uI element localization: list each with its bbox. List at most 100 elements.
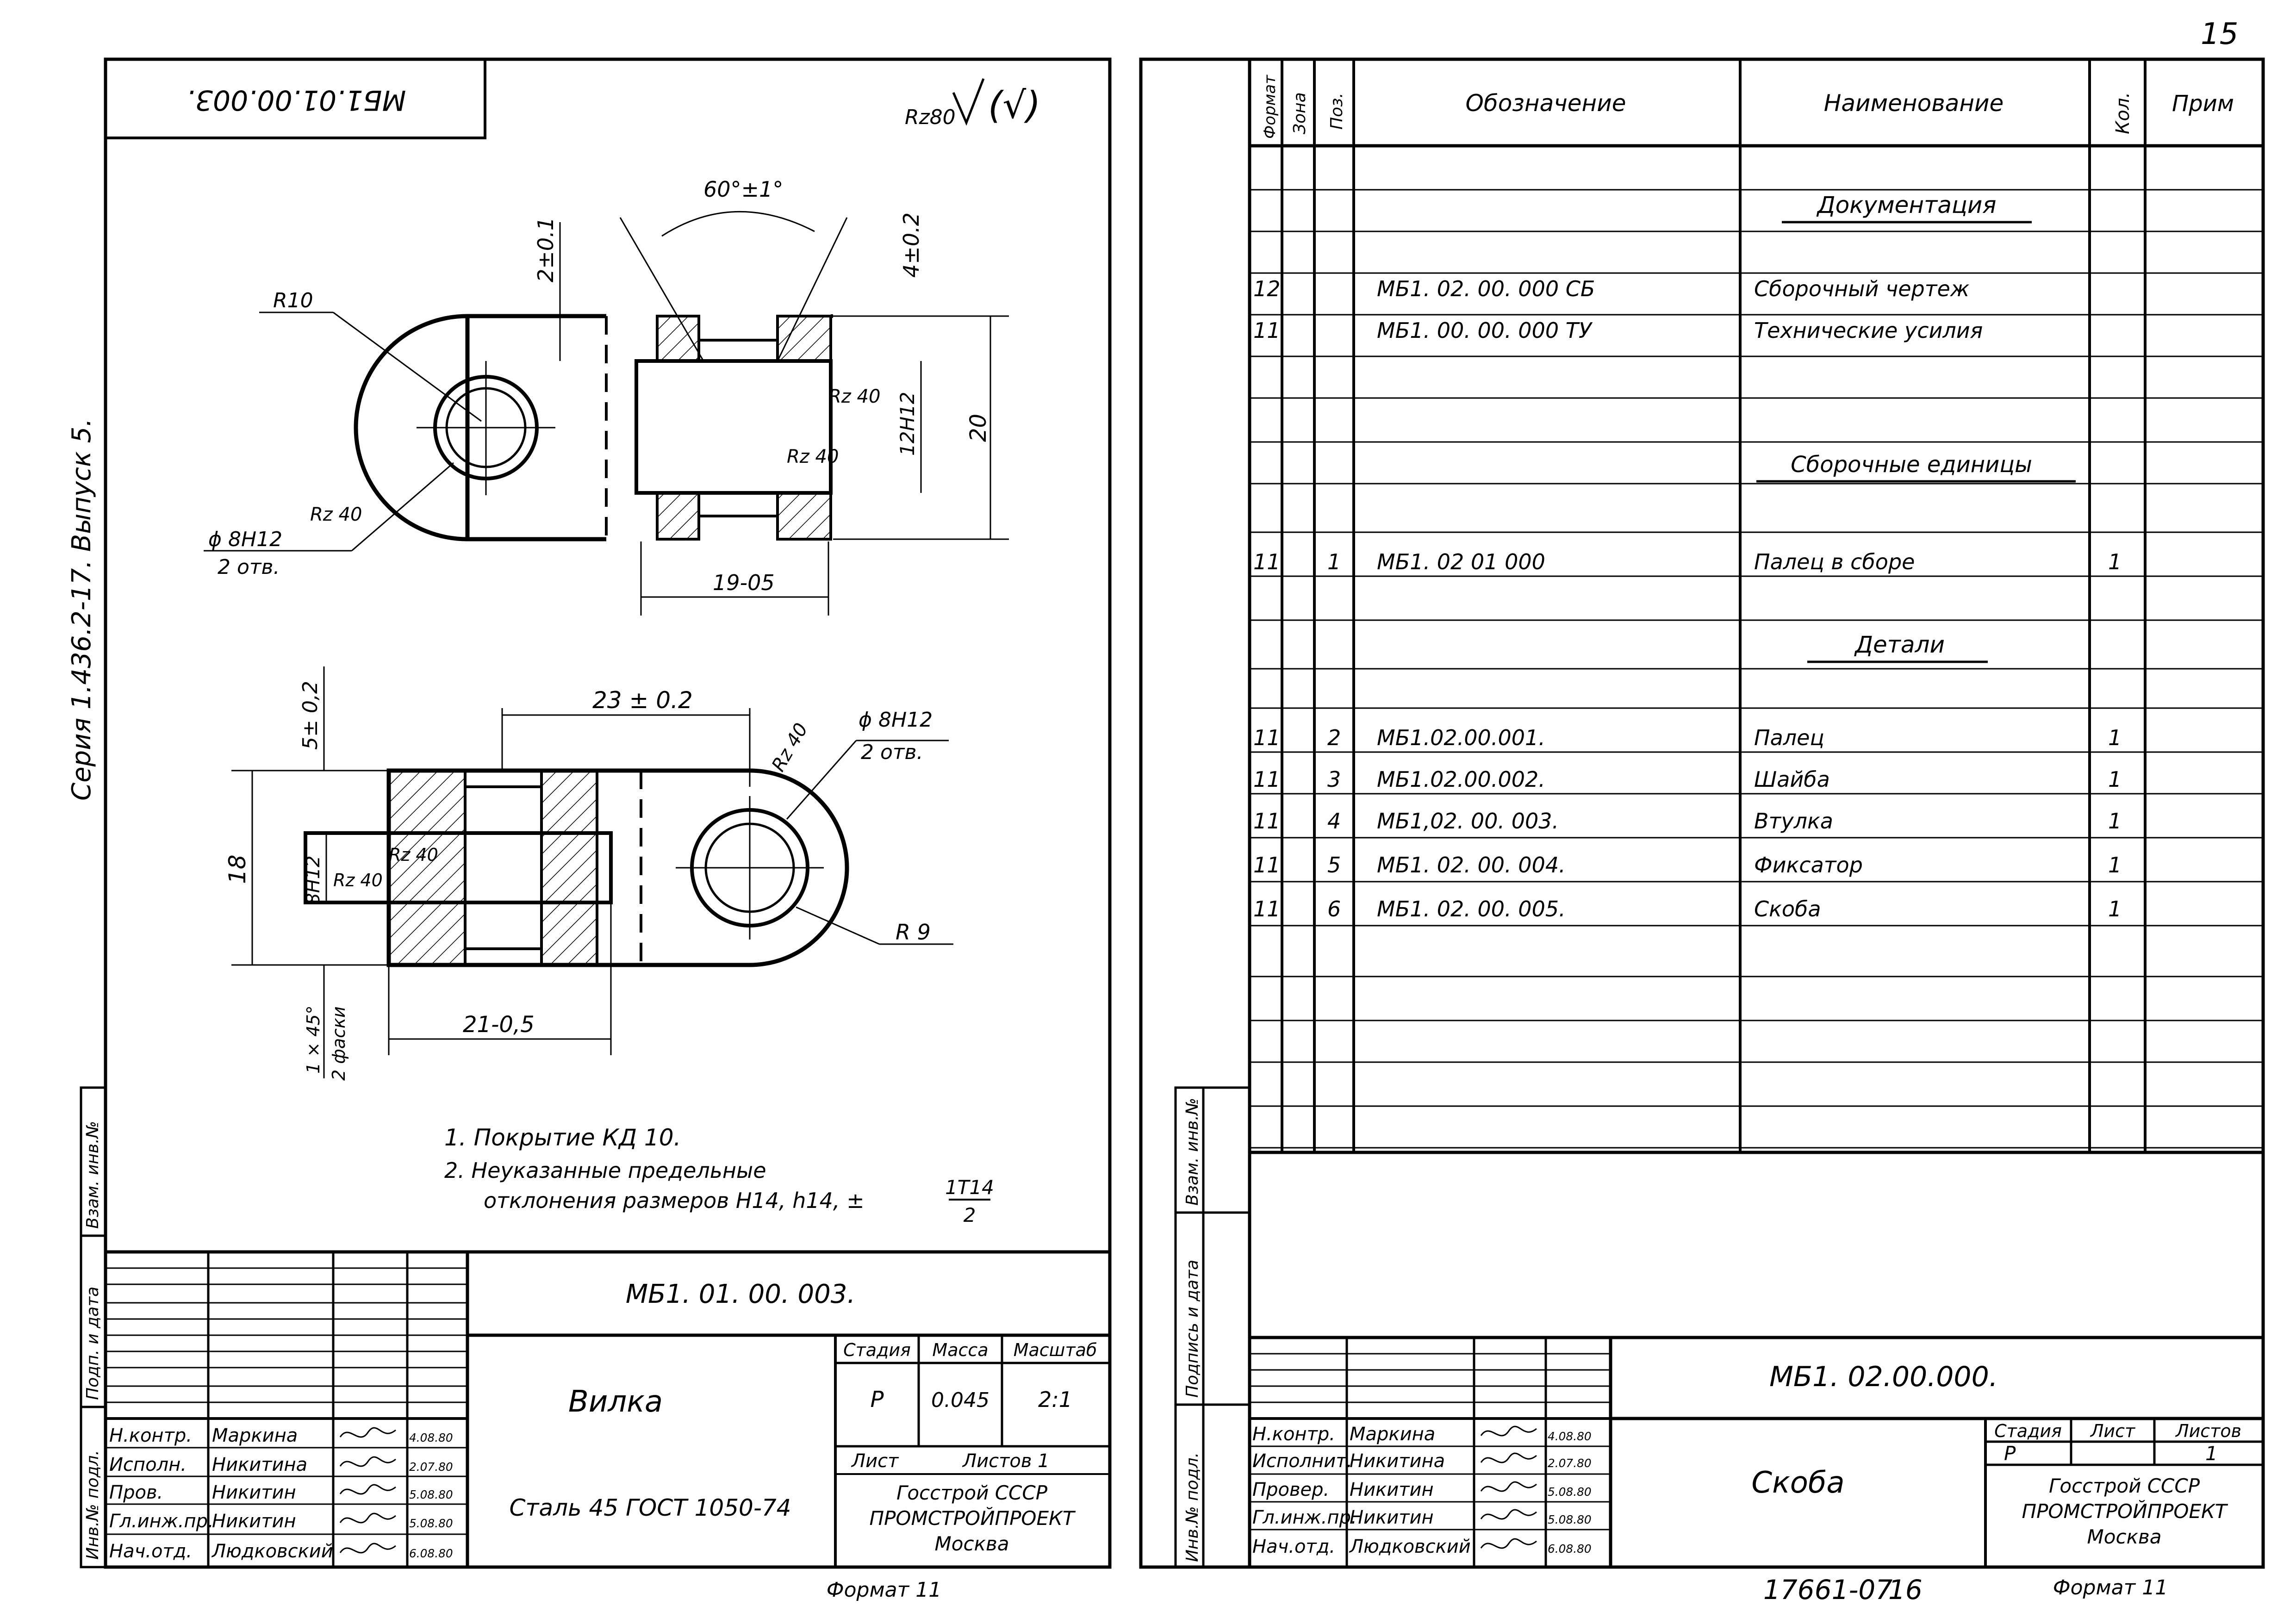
role-name: Маркина (1350, 1424, 1435, 1445)
left-org-2: ПРОМСТРОЙПРОЕКТ (870, 1506, 1076, 1530)
role-date: 2.07.80 (409, 1460, 453, 1474)
signature-icon (339, 1456, 396, 1467)
hdr-name: Наименование (1824, 90, 2004, 117)
note-3: отклонения размеров H14, h14, ± (484, 1188, 865, 1213)
signature-icon (1480, 1481, 1537, 1492)
dim-rz40-b: Rz 40 (787, 446, 839, 467)
right-stage-label: Стадия (1994, 1421, 2062, 1441)
dim-angle: 60°±1° (703, 177, 783, 202)
dim-r10: R10 (273, 289, 313, 312)
row-position: 6 (1327, 896, 1341, 921)
row-designation: МБ1.02.00.001. (1377, 725, 1545, 750)
right-vzam-label: Взам. инв.№ (1183, 1098, 1202, 1206)
signature-icon (339, 1427, 396, 1438)
right-side-labels: Инв.№ подл. Подпись и дата Взам. инв.№ (1174, 1086, 1251, 1568)
row-name: Технические усилия (1754, 318, 1983, 343)
role-label: Провер. (1252, 1479, 1329, 1500)
section-parts: Детали (1854, 631, 1945, 658)
role-date: 6.08.80 (409, 1547, 453, 1560)
right-stage: Р (2004, 1442, 2016, 1465)
dim-4: 4±0.2 (899, 212, 924, 278)
row-position: 4 (1327, 809, 1341, 834)
role-name: Маркина (212, 1425, 298, 1446)
left-sheet-label: Лист (851, 1450, 899, 1472)
row-position: 1 (1327, 549, 1341, 574)
left-top-stamp (104, 58, 486, 139)
left-title-block: МБ1. 01. 00. 003. Вилка Стадия Масса Мас… (106, 1250, 1110, 1602)
role-name: Никитин (212, 1511, 296, 1532)
right-designation: МБ1. 02.00.000. (1769, 1361, 1998, 1393)
dim-21: 21-0,5 (463, 1012, 535, 1038)
right-inv-podl-label: Инв.№ подл. (1183, 1452, 1202, 1562)
dim-rz40-d: Rz 40 (768, 720, 812, 775)
row-designation: МБ1. 02. 00. 000 СБ (1377, 276, 1595, 301)
role-label: Исполнит. (1252, 1450, 1352, 1472)
row-format: 11 (1253, 809, 1281, 834)
right-title-block: МБ1. 02.00.000. Скоба Стадия Лист Листов… (1250, 1336, 2263, 1599)
role-label: Нач.отд. (109, 1541, 192, 1562)
dim-rz40-e: Rz 40 (389, 845, 438, 865)
left-material: Сталь 45 ГОСТ 1050-74 (510, 1494, 791, 1521)
spec-table: Формат Зона Поз. Обозначение Наименовани… (1250, 59, 2263, 1154)
left-sheet: МБ1.01.00.003. Rz80 (√) Серия 1.436.2-17… (67, 57, 1112, 1602)
row-format: 11 (1253, 852, 1281, 877)
dim-holes: 2 отв. (218, 555, 280, 579)
hdr-note: Прим (2172, 91, 2234, 117)
role-name: Никитин (1350, 1479, 1434, 1500)
dim-phi: ϕ 8H12 (208, 528, 282, 551)
role-label: Гл.инж.пр. (1252, 1507, 1357, 1528)
section-docs: Документация (1817, 192, 1997, 218)
signature-icon (1480, 1538, 1537, 1549)
right-org-2: ПРОМСТРОЙПРОЕКТ (2022, 1500, 2228, 1523)
left-frame (104, 57, 1112, 1569)
row-name: Скоба (1754, 896, 1821, 921)
right-part-name: Скоба (1751, 1466, 1844, 1500)
role-label: Нач.отд. (1252, 1536, 1335, 1557)
right-org-3: Москва (2087, 1525, 2162, 1548)
left-designation: МБ1. 01. 00. 003. (626, 1279, 855, 1309)
technical-notes: 1. Покрытие КД 10. 2. Неуказанные предел… (444, 1124, 994, 1226)
vzam-label: Взам. инв.№ (83, 1121, 102, 1229)
dim-chamfer2: 2 фаски (329, 1006, 349, 1081)
role-date: 5.08.80 (1548, 1513, 1592, 1526)
left-org-1: Госстрой СССР (896, 1481, 1048, 1504)
row-position: 2 (1327, 725, 1341, 750)
dim-5: 5± 0,2 (299, 681, 322, 750)
row-designation: МБ1,02. 00. 003. (1377, 809, 1559, 834)
section-units: Сборочные единицы (1791, 452, 2032, 478)
role-label: Гл.инж.пр. (109, 1511, 214, 1532)
dim-19: 19-05 (713, 570, 775, 595)
right-sheet: Инв.№ подл. Подпись и дата Взам. инв.№ Ф… (1139, 57, 2265, 1605)
dim-rz40-f: Rz 40 (333, 870, 383, 890)
row-quantity: 1 (2108, 809, 2122, 834)
left-stage-label: Стадия (843, 1340, 911, 1360)
dim-chamfer1: 1 × 45° (303, 1005, 324, 1074)
dim-2: 2±0.1 (533, 217, 558, 282)
footer-doc-number: 17661-07 (1763, 1574, 1892, 1605)
role-date: 6.08.80 (1548, 1542, 1592, 1556)
row-quantity: 1 (2108, 767, 2122, 792)
role-name: Людковский (1349, 1536, 1471, 1557)
signature-row: Нач.отд. Людковский 6.08.80 (1252, 1536, 1592, 1557)
left-mass-label: Масса (932, 1340, 988, 1360)
dim-12h12: 12H12 (896, 392, 919, 456)
roughness-bracket: (√) (988, 84, 1040, 127)
row-format: 11 (1253, 725, 1281, 750)
hdr-designation: Обозначение (1466, 90, 1626, 117)
role-date: 5.08.80 (409, 1517, 453, 1530)
fork-view-top: R10 60°±1° 2±0.1 4±0.2 Rz 40 12H12 20 Rz… (204, 177, 1009, 616)
signature-icon (339, 1512, 396, 1524)
